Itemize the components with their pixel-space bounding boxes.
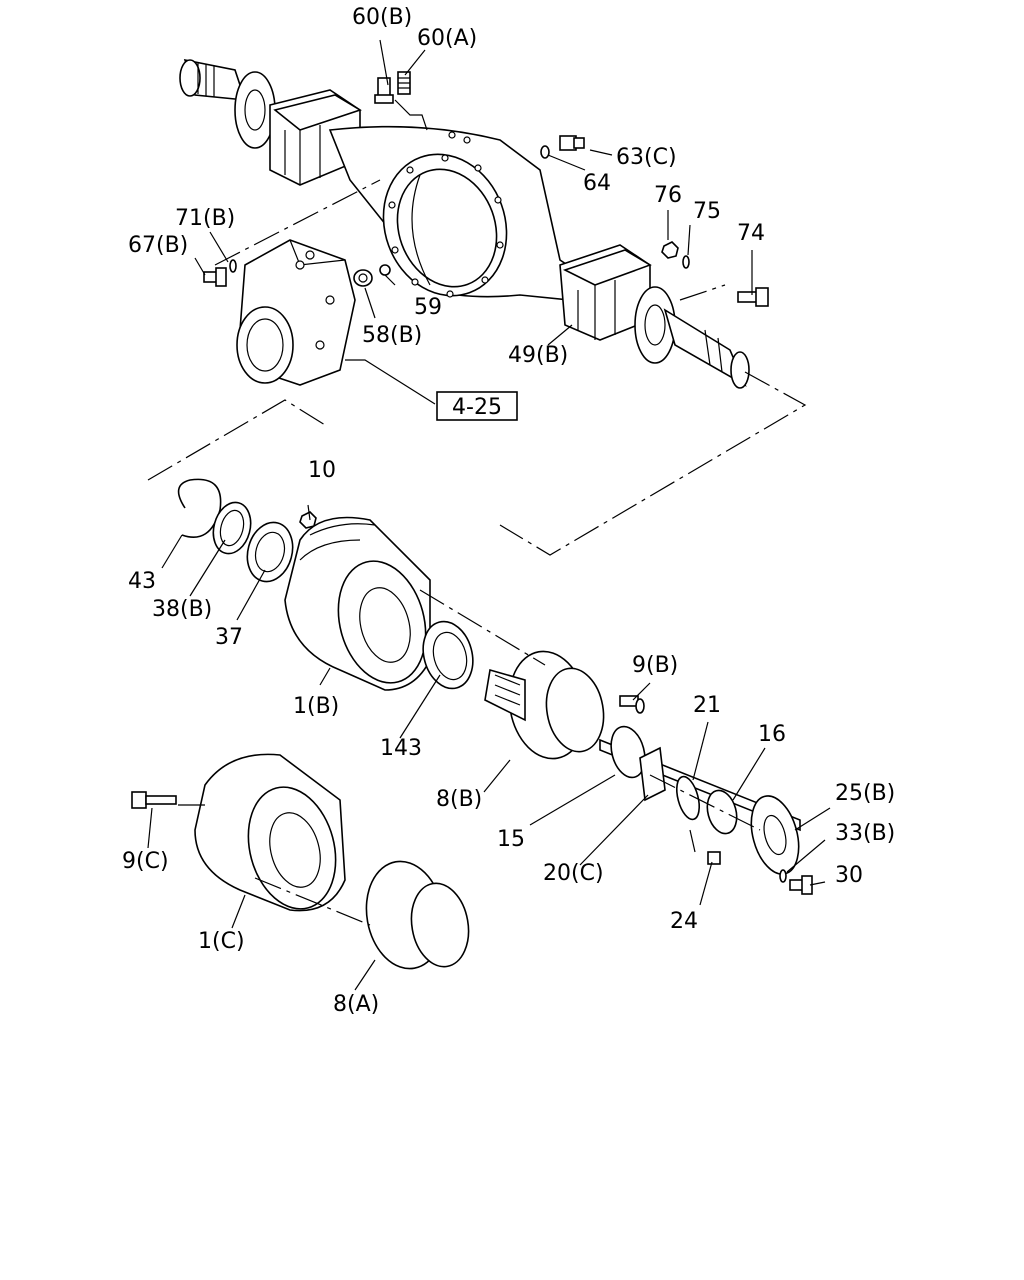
nut-76 — [661, 241, 679, 259]
label-1b[interactable]: 1(B) — [293, 694, 339, 719]
label-24[interactable]: 24 — [670, 909, 698, 934]
label-63c[interactable]: 63(C) — [616, 145, 677, 170]
label-143[interactable]: 143 — [380, 736, 422, 761]
plate-21 — [675, 775, 701, 821]
label-15[interactable]: 15 — [497, 827, 525, 852]
bolt-74 — [737, 287, 769, 307]
label-16[interactable]: 16 — [758, 722, 786, 747]
label-37[interactable]: 37 — [215, 625, 243, 650]
label-60b[interactable]: 60(B) — [352, 5, 412, 30]
label-21[interactable]: 21 — [693, 693, 721, 718]
breather-plugs — [374, 71, 411, 104]
label-60a[interactable]: 60(A) — [417, 26, 477, 51]
label-59[interactable]: 59 — [414, 295, 442, 320]
seal-38b — [212, 501, 252, 555]
label-8a[interactable]: 8(A) — [333, 992, 379, 1017]
bolt-9b — [619, 695, 645, 714]
part-labels: 60(B) 60(A) 63(C) 64 76 75 74 71(B) 67(B… — [122, 5, 895, 1017]
label-71b[interactable]: 71(B) — [175, 206, 235, 231]
plug-63c — [559, 135, 585, 151]
washer-64 — [540, 145, 550, 159]
washer-75 — [682, 255, 690, 269]
bearing-37 — [246, 521, 294, 583]
bolt-9c — [131, 791, 177, 809]
label-76[interactable]: 76 — [654, 183, 682, 208]
snap-ring-43 — [177, 478, 222, 538]
reference-box-label: 4-25 — [452, 395, 502, 420]
retainer-20c — [639, 746, 666, 802]
label-58b[interactable]: 58(B) — [362, 323, 422, 348]
label-64[interactable]: 64 — [583, 171, 611, 196]
label-38b[interactable]: 38(B) — [152, 597, 212, 622]
center-lines — [147, 179, 807, 926]
seal-16 — [706, 789, 738, 835]
label-8b[interactable]: 8(B) — [436, 787, 482, 812]
label-74[interactable]: 74 — [737, 221, 765, 246]
bolt-30 — [789, 875, 813, 895]
label-30[interactable]: 30 — [835, 863, 863, 888]
label-9b[interactable]: 9(B) — [632, 653, 678, 678]
leader-lines — [147, 39, 831, 991]
brake-drum-1b — [284, 516, 431, 691]
reference-box[interactable]: 4-25 — [436, 391, 518, 421]
label-20c[interactable]: 20(C) — [543, 861, 604, 886]
label-9c[interactable]: 9(C) — [122, 849, 169, 874]
label-67b[interactable]: 67(B) — [128, 233, 188, 258]
label-25b[interactable]: 25(B) — [835, 781, 895, 806]
axle-housing — [179, 58, 750, 389]
hub-8a — [365, 860, 470, 970]
hub-8b — [484, 650, 605, 760]
label-43[interactable]: 43 — [128, 569, 156, 594]
bearing-143 — [422, 620, 474, 690]
brake-drum-1c — [194, 753, 346, 912]
label-49b[interactable]: 49(B) — [508, 343, 568, 368]
label-75[interactable]: 75 — [693, 199, 721, 224]
washer-33b — [779, 869, 787, 883]
label-10[interactable]: 10 — [308, 458, 336, 483]
bearing-15 — [610, 725, 646, 779]
washer-71b — [229, 259, 237, 273]
label-1c[interactable]: 1(C) — [198, 929, 245, 954]
gasket-59 — [379, 264, 391, 276]
bolt-67b — [203, 267, 227, 287]
label-33b[interactable]: 33(B) — [835, 821, 895, 846]
plug-58b — [353, 269, 373, 287]
bolt-24 — [707, 851, 721, 865]
differential-carrier — [236, 239, 356, 386]
